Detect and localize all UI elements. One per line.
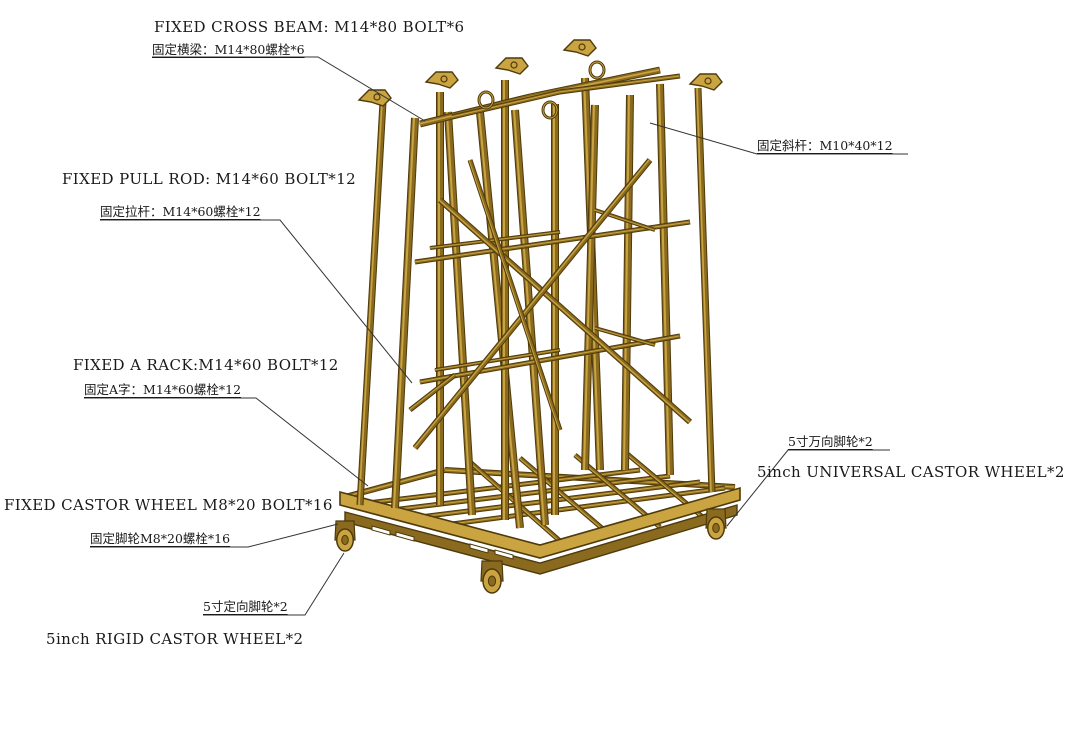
rigid-wheel-front — [480, 560, 504, 594]
cross-beam-label-cn: 固定横梁：M14*80螺栓*6 — [152, 42, 305, 57]
rigid-wheel-label-en: 5inch RIGID CASTOR WHEEL*2 — [46, 630, 304, 648]
pull-rod-label-cn: 固定拉杆：M14*60螺栓*12 — [100, 204, 261, 219]
base-slot — [395, 531, 415, 542]
leader-cross-beam — [152, 56, 426, 122]
top-clamp — [357, 89, 392, 107]
a-frame-leg — [511, 109, 549, 526]
a-frame-leg — [621, 94, 634, 471]
diagonal-rod-label-cn: 固定斜杆：M10*40*12 — [757, 138, 893, 153]
top-clamp — [424, 71, 459, 89]
diagonal-brace — [467, 159, 563, 431]
diagonal-brace — [412, 158, 653, 450]
base-front-plate — [339, 486, 741, 559]
upright-post — [694, 87, 716, 493]
horizontal-rod — [413, 219, 691, 265]
castor-wheel-label-cn: 固定脚轮M8*20螺栓*16 — [90, 531, 231, 546]
a-rack-label-cn: 固定A字：M14*60螺栓*12 — [84, 382, 242, 397]
a-frame-leg — [551, 104, 559, 515]
universal-wheel-label-cn: 5寸万向脚轮*2 — [788, 434, 873, 449]
base-slot — [494, 549, 514, 560]
horizontal-rod — [593, 326, 656, 347]
leader-a-rack — [84, 397, 369, 487]
a-frame-leg — [436, 92, 444, 505]
upright-post — [356, 101, 387, 506]
horizontal-rod — [418, 333, 681, 385]
leader-universal-wheel — [726, 449, 890, 527]
top-clamp — [494, 57, 529, 75]
a-frame-leg — [391, 117, 419, 509]
leader-castor-wheel — [90, 523, 339, 548]
top-clamp — [562, 39, 597, 57]
leader-pull-rod — [100, 219, 413, 384]
a-rack-label-en: FIXED A RACK:M14*60 BOLT*12 — [73, 356, 339, 374]
top-cross-beam — [450, 89, 561, 120]
universal-wheel-label-en: 5inch UNIVERSAL CASTOR WHEEL*2 — [757, 463, 1065, 481]
universal-wheel-right — [705, 508, 727, 540]
top-cross-beam — [558, 73, 681, 95]
rigid-wheel-label-cn: 5寸定向脚轮*2 — [203, 599, 288, 614]
leader-diagonal-rod — [649, 122, 908, 155]
base-slot — [469, 543, 489, 554]
castor-wheel-label-en: FIXED CASTOR WHEEL M8*20 BOLT*16 — [4, 496, 333, 514]
a-frame-leg — [476, 111, 524, 529]
cross-beam-label-en: FIXED CROSS BEAM: M14*80 BOLT*6 — [154, 18, 465, 36]
a-frame-leg — [581, 104, 599, 471]
top-clamp — [688, 73, 723, 91]
a-frame-leg — [444, 111, 476, 516]
diagonal-brace — [408, 373, 457, 412]
a-frame-leg — [656, 83, 674, 476]
rigid-wheel-left — [334, 520, 356, 552]
pull-rod-label-en: FIXED PULL ROD: M14*60 BOLT*12 — [62, 170, 357, 188]
a-frame-leg — [501, 80, 509, 520]
leader-rigid-wheel — [203, 552, 345, 616]
base-cross-slat — [518, 456, 612, 537]
base-slot — [371, 525, 391, 536]
diagonal-brace — [438, 197, 692, 425]
horizontal-rod — [433, 348, 561, 372]
